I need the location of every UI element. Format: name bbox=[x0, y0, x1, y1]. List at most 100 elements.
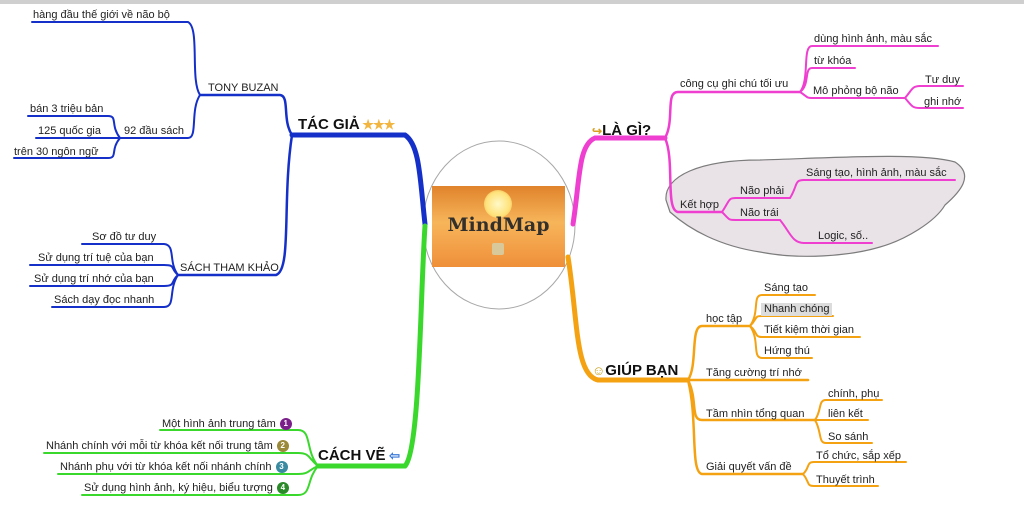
cach-ve-line-2 bbox=[43, 452, 319, 467]
giai-quyet-item-1[interactable]: Tổ chức, sắp xếp bbox=[816, 450, 902, 462]
cach-ve-node[interactable]: CÁCH VẼ ⇦ bbox=[318, 447, 401, 464]
hoc-tap-node[interactable]: học tập bbox=[706, 313, 743, 325]
books-branch bbox=[119, 94, 201, 139]
tac-gia-main-branch bbox=[289, 132, 428, 227]
lightbulb-base bbox=[492, 243, 504, 255]
tam-nhin-node[interactable]: Tầm nhìn tổng quan bbox=[706, 408, 805, 420]
cong-cu-item-2[interactable]: từ khóa bbox=[814, 55, 852, 67]
hoc-tap-line-4 bbox=[749, 325, 813, 359]
tony-leaf[interactable]: hàng đầu thế giới về não bộ bbox=[33, 9, 170, 21]
arrow-icon: ↪ bbox=[592, 124, 603, 138]
nao-phai-branch bbox=[721, 197, 791, 213]
hoc-tap-branch bbox=[686, 324, 752, 382]
cach-ve-item-1-text: Một hình ảnh trung tâm bbox=[162, 418, 276, 430]
giup-ban-label: GIÚP BẠN bbox=[605, 362, 679, 379]
sach-item-1[interactable]: Sơ đồ tư duy bbox=[92, 231, 157, 243]
books-node[interactable]: 92 đầu sách bbox=[124, 125, 184, 137]
giai-quyet-line-2 bbox=[802, 473, 879, 487]
giup-ban-node[interactable]: ☺GIÚP BẠN bbox=[592, 362, 679, 379]
number-1-icon: 1 bbox=[279, 418, 292, 431]
cong-cu-item-1[interactable]: dùng hình ảnh, màu sắc bbox=[814, 33, 933, 45]
book-line-3 bbox=[13, 137, 121, 159]
hoc-tap-item-4[interactable]: Hứng thú bbox=[764, 345, 810, 357]
center-title: MindMap bbox=[447, 214, 550, 236]
tam-nhin-line-3 bbox=[814, 419, 873, 444]
la-gi-node[interactable]: ↪LÀ GÌ? bbox=[592, 122, 652, 139]
hoc-tap-item-3[interactable]: Tiết kiệm thời gian bbox=[764, 324, 854, 336]
tac-gia-node[interactable]: TÁC GIẢ ★★★ bbox=[298, 116, 395, 133]
sach-item-4[interactable]: Sách dạy đọc nhanh bbox=[54, 294, 155, 306]
nao-trai-node[interactable]: Não trái bbox=[740, 207, 779, 219]
mo-phong-branch bbox=[799, 91, 906, 99]
nao-trai-branch bbox=[721, 211, 781, 221]
cong-cu-line-2 bbox=[799, 67, 856, 93]
tony-leaf-branch bbox=[31, 21, 201, 96]
number-4-icon: 4 bbox=[276, 482, 289, 495]
hoc-tap-line-2 bbox=[749, 315, 834, 327]
book-item-2[interactable]: 125 quốc gia bbox=[38, 125, 101, 137]
nao-trai-leaf bbox=[779, 219, 873, 244]
cach-ve-item-2-text: Nhánh chính với mỗi từ khóa kết nối trun… bbox=[46, 440, 273, 452]
sach-line-4 bbox=[51, 274, 179, 308]
giai-quyet-node[interactable]: Giải quyết vấn đề bbox=[706, 461, 792, 473]
tam-nhin-line-1 bbox=[814, 399, 883, 421]
cach-ve-main-branch bbox=[315, 223, 428, 469]
hoc-tap-item-1[interactable]: Sáng tạo bbox=[764, 282, 809, 294]
cach-ve-item-4-text: Sử dụng hình ảnh, ký hiệu, biểu tượng bbox=[84, 482, 273, 494]
ghi-nho-item[interactable]: ghi nhớ bbox=[924, 96, 962, 108]
cach-ve-line-1 bbox=[159, 429, 319, 467]
tam-nhin-item-1[interactable]: chính, phụ bbox=[828, 388, 880, 400]
cong-cu-branch bbox=[663, 90, 802, 140]
center-image[interactable]: MindMap bbox=[432, 186, 565, 267]
ket-hop-node[interactable]: Kết hợp bbox=[680, 199, 720, 211]
lightbulb-icon bbox=[484, 190, 512, 218]
sach-line-2 bbox=[29, 264, 179, 276]
cach-ve-item-3-text: Nhánh phụ với từ khóa kết nối nhánh chín… bbox=[60, 461, 272, 473]
nao-phai-leaf-text[interactable]: Sáng tạo, hình ảnh, màu sắc bbox=[806, 167, 947, 179]
tam-nhin-item-2[interactable]: liên kết bbox=[828, 408, 863, 420]
mo-phong-node[interactable]: Mô phỏng bộ não bbox=[813, 85, 899, 97]
cong-cu-node[interactable]: công cụ ghi chú tối ưu bbox=[680, 78, 789, 90]
ket-hop-branch bbox=[663, 136, 724, 214]
sach-branch bbox=[176, 133, 294, 277]
sach-item-3[interactable]: Sử dụng trí nhớ của bạn bbox=[34, 273, 154, 285]
nao-phai-node[interactable]: Não phải bbox=[740, 185, 785, 197]
nao-trai-leaf-text[interactable]: Logic, số.. bbox=[818, 230, 869, 242]
sach-node[interactable]: SÁCH THAM KHẢO bbox=[180, 262, 279, 274]
tu-duy-item[interactable]: Tư duy bbox=[925, 74, 960, 86]
arrow-left-icon: ⇦ bbox=[385, 448, 401, 463]
book-item-3[interactable]: trên 30 ngôn ngữ bbox=[14, 146, 99, 158]
cach-ve-line-3 bbox=[57, 465, 319, 475]
giai-quyet-line-1 bbox=[802, 461, 907, 475]
cach-ve-item-3[interactable]: Nhánh phụ với từ khóa kết nối nhánh chín… bbox=[60, 461, 288, 474]
giai-quyet-branch bbox=[686, 378, 805, 476]
tam-nhin-item-3[interactable]: So sánh bbox=[828, 431, 869, 443]
hoc-tap-line-1 bbox=[749, 294, 816, 327]
cach-ve-item-2[interactable]: Nhánh chính với mỗi từ khóa kết nối trun… bbox=[46, 440, 289, 453]
hoc-tap-item-2[interactable]: Nhanh chóng bbox=[761, 303, 833, 316]
three-stars-icon: ★★★ bbox=[359, 117, 395, 132]
tony-buzan-node[interactable]: TONY BUZAN bbox=[208, 82, 279, 94]
ghi-nho-line bbox=[904, 97, 964, 109]
top-bar bbox=[0, 0, 1024, 4]
cach-ve-line-4 bbox=[81, 465, 319, 496]
cach-ve-label: CÁCH VẼ bbox=[318, 447, 386, 464]
nao-phai-leaf bbox=[789, 179, 956, 199]
giup-ban-main-branch bbox=[565, 254, 691, 383]
book-item-1[interactable]: bán 3 triệu bản bbox=[30, 103, 104, 115]
sach-item-2[interactable]: Sử dụng trí tuệ của bạn bbox=[38, 252, 154, 264]
book-line-1 bbox=[27, 115, 121, 139]
giai-quyet-item-2[interactable]: Thuyết trình bbox=[816, 474, 875, 486]
la-gi-label: LÀ GÌ? bbox=[602, 122, 652, 139]
tang-cuong-node[interactable]: Tăng cường trí nhớ bbox=[706, 367, 802, 379]
cong-cu-line-1 bbox=[799, 45, 939, 93]
tac-gia-label: TÁC GIẢ bbox=[298, 116, 360, 133]
number-3-icon: 3 bbox=[275, 461, 288, 474]
number-2-icon: 2 bbox=[276, 440, 289, 453]
tony-branch bbox=[198, 93, 294, 137]
smiley-icon: ☺ bbox=[592, 363, 606, 378]
la-gi-main-branch bbox=[570, 135, 668, 227]
